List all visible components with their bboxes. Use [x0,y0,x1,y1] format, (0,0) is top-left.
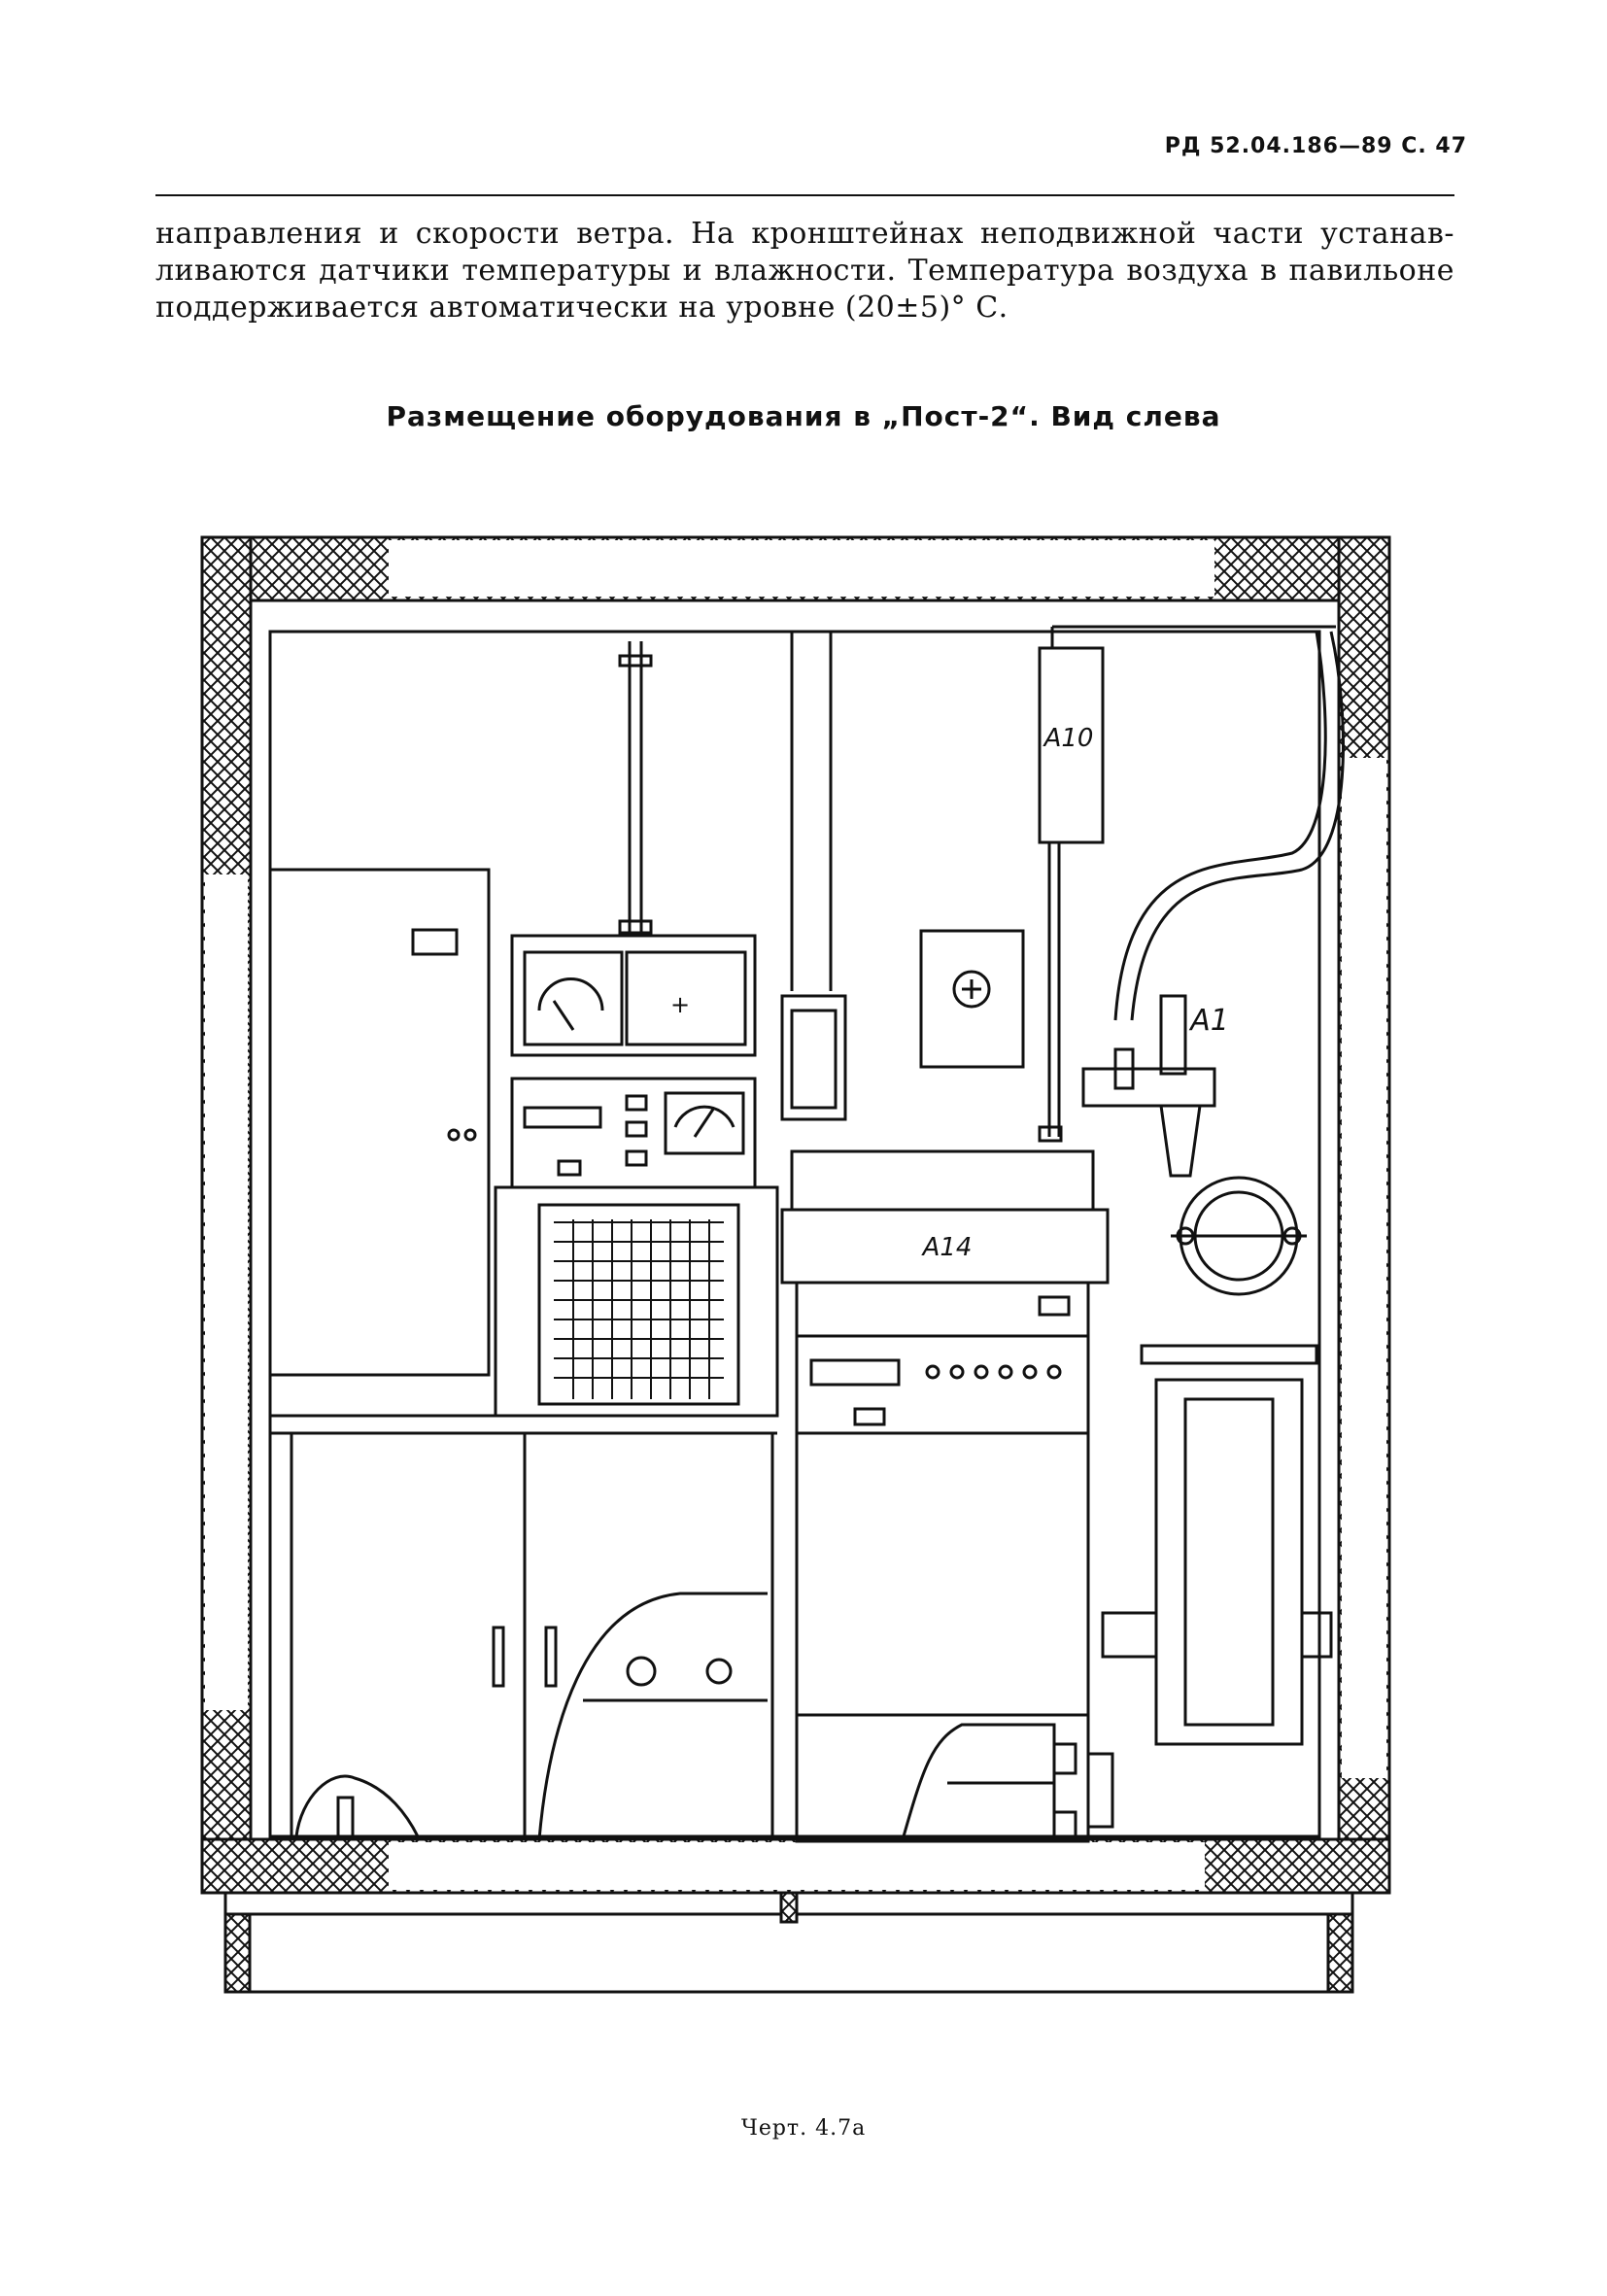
body-line-3: поддерживается автоматически на уровне (… [155,291,1009,325]
label-a14: А14 [921,1233,973,1262]
equipment-layout-drawing: + А10 [200,535,1391,1994]
outlet-box [919,929,1025,1069]
figure-caption: Черт. 4.7а [740,2116,867,2141]
body-line-1: направления и скорости ветра. На кронште… [155,217,1454,251]
terminal-box [780,994,847,1121]
left-cabinet [268,868,491,1377]
label-a10: А10 [1043,724,1094,753]
svg-text:+: + [670,991,690,1018]
right-bracket [1101,1344,1333,1746]
figure-title: Размещение оборудования в „Пост-2“. Вид … [386,400,1221,432]
label-a1: А1 [1188,1004,1229,1038]
unit-a1 [1081,631,1345,1178]
meter-unit-bottom [510,1077,757,1189]
lower-cabinets [270,1414,777,1840]
body-paragraph: направления и скорости ветра. На кронште… [155,216,1454,326]
unit-a10 [1038,625,1336,1143]
wall-rail [790,632,833,991]
round-fan [1171,1176,1307,1296]
header-rule [155,194,1454,196]
meter-unit-top: + [510,934,757,1057]
page-header: РД 52.04.186—89 С. 47 [1164,134,1467,158]
unit-a14-rack [780,1149,1110,1843]
chart-recorder [494,1185,779,1418]
gas-bottles [902,1723,1114,1838]
base-beam [223,1891,1354,1994]
body-line-2: ливаются датчики температуры и влажности… [155,254,1454,288]
vertical-mast [618,641,653,935]
